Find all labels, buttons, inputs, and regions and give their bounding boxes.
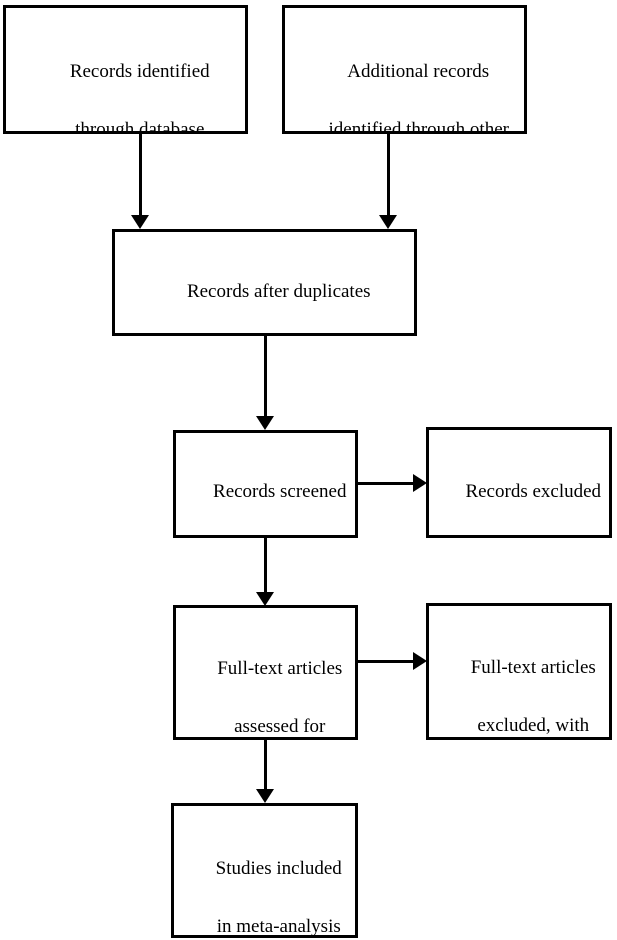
- edge-fulltext-to-included-arrowhead: [256, 789, 274, 803]
- edge-fulltext-to-included-line: [264, 740, 267, 790]
- edge-screened-to-fulltext-arrowhead: [256, 592, 274, 606]
- node-studies-included: Studies included in meta-analysis (n = 7…: [171, 803, 358, 938]
- node-text-records-identified-database: Records identified through database sear…: [69, 61, 210, 134]
- node-full-text-assessed: Full-text articles assessed for eligibil…: [173, 605, 358, 740]
- edge-other-to-dedup-line: [387, 134, 390, 216]
- edge-screened-to-excluded-arrowhead: [413, 474, 427, 492]
- node-text-full-text-assessed: Full-text articles assessed for eligibil…: [217, 658, 343, 737]
- edge-screened-to-excluded-line: [358, 482, 416, 485]
- edge-dedup-to-screened-line: [264, 336, 267, 417]
- node-additional-records-other-sources: Additional records identified through ot…: [282, 5, 527, 134]
- edge-fulltext-to-ftexcluded-line: [358, 660, 416, 663]
- node-records-screened: Records screened (n = 742): [173, 430, 358, 538]
- node-text-additional-records-other-sources: Additional records identified through ot…: [328, 61, 509, 134]
- node-full-text-excluded: Full-text articles excluded, with reason…: [426, 603, 612, 740]
- node-text-records-after-duplicates-removal: Records after duplicates removal (n = 74…: [186, 281, 371, 302]
- edge-db-to-dedup-arrowhead: [131, 215, 149, 229]
- edge-fulltext-to-ftexcluded-arrowhead: [413, 652, 427, 670]
- node-records-identified-database: Records identified through database sear…: [3, 5, 248, 134]
- node-text-full-text-excluded: Full-text articles excluded, with reason…: [470, 657, 596, 736]
- node-records-after-duplicates-removal: Records after duplicates removal (n = 74…: [112, 229, 417, 336]
- edge-other-to-dedup-arrowhead: [379, 215, 397, 229]
- node-text-records-excluded: Records excluded (n = 659): [465, 481, 602, 502]
- node-records-excluded: Records excluded (n = 659): [426, 427, 612, 538]
- edge-screened-to-fulltext-line: [264, 538, 267, 593]
- edge-db-to-dedup-line: [139, 134, 142, 216]
- node-text-studies-included: Studies included in meta-analysis (n = 7…: [215, 858, 342, 937]
- node-text-records-screened: Records screened (n = 742): [213, 481, 347, 502]
- edge-dedup-to-screened-arrowhead: [256, 416, 274, 430]
